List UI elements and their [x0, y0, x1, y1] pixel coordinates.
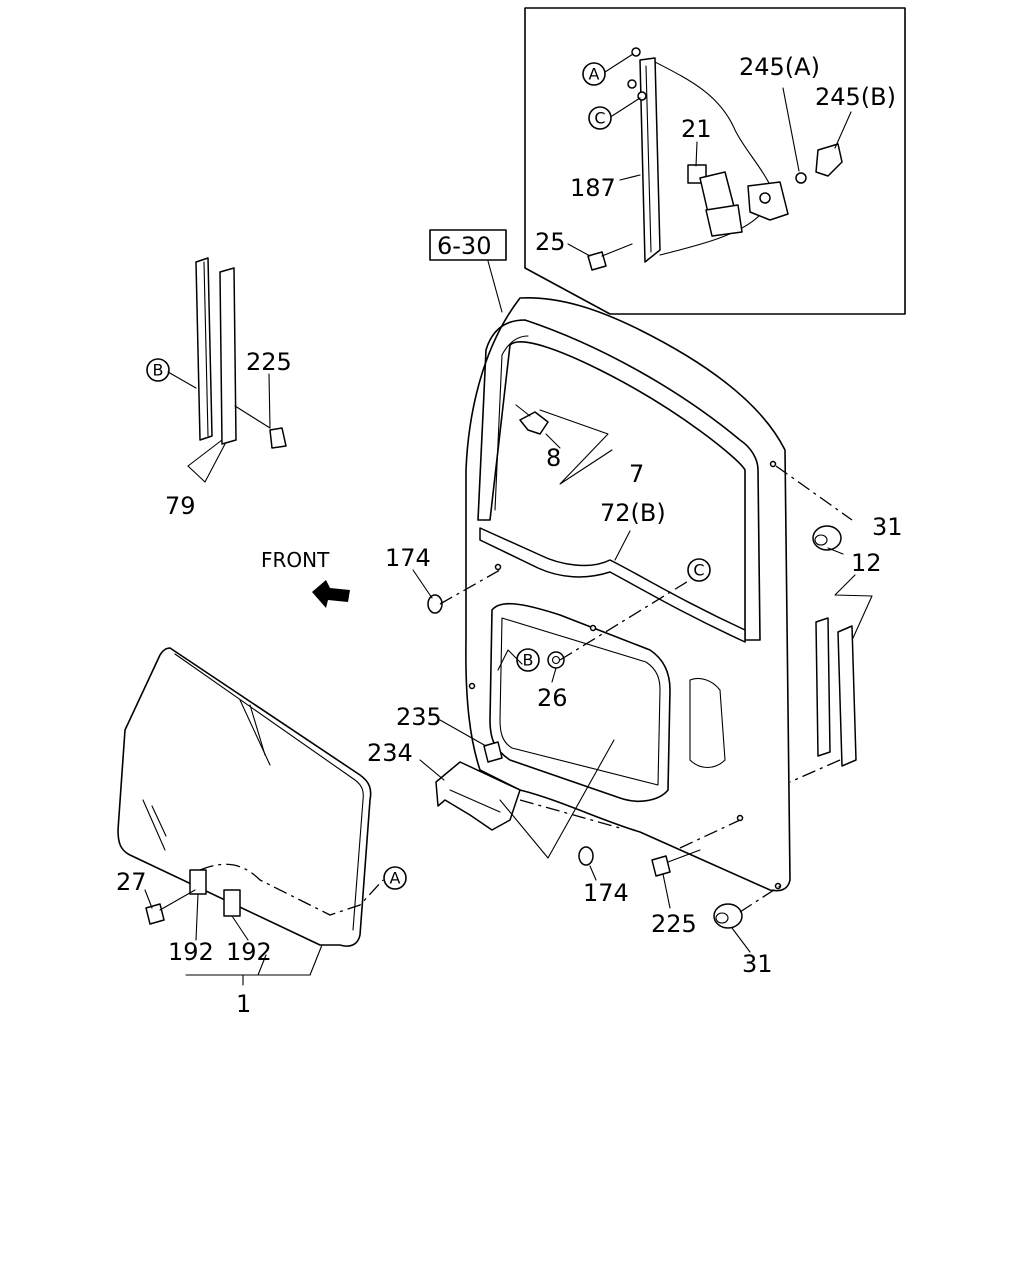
label-1: 1	[236, 990, 251, 1018]
label-245a: 245(A)	[739, 53, 820, 81]
plug-174-bottom	[578, 846, 594, 866]
bolt-25	[587, 251, 607, 271]
marker-c-inset	[588, 106, 612, 130]
run-channel-79	[195, 257, 237, 445]
bolt-27	[145, 903, 165, 925]
marker-b-main-label: B	[523, 651, 534, 670]
label-234: 234	[367, 739, 413, 767]
belt-molding	[479, 527, 746, 643]
ref-box-label: 6-30	[437, 232, 491, 260]
label-174-bottom: 174	[583, 879, 629, 907]
label-72b: 72(B)	[600, 499, 666, 527]
nut-245a	[795, 172, 807, 184]
bolt-235	[483, 741, 503, 763]
glass-bracket-192-right	[223, 889, 241, 917]
label-235: 235	[396, 703, 442, 731]
door-panel-outline	[465, 297, 791, 892]
marker-a-inset	[582, 62, 606, 86]
bumper-31-bottom	[713, 903, 743, 929]
door-glass	[117, 647, 372, 947]
label-31-bottom: 31	[742, 950, 773, 978]
marker-c-main-label: C	[693, 561, 704, 580]
marker-b-left	[146, 358, 170, 382]
glass-bracket-192-left	[189, 869, 207, 895]
label-27: 27	[116, 868, 147, 896]
bumper-31-top	[812, 525, 842, 551]
nut-26	[547, 651, 565, 669]
bracket-234	[435, 761, 521, 831]
regulator-rail	[639, 57, 661, 263]
marker-b-main	[516, 648, 540, 672]
bracket-245b	[815, 143, 843, 177]
label-31-top: 31	[872, 513, 903, 541]
label-192-left: 192	[168, 938, 214, 966]
label-8: 8	[546, 444, 561, 472]
inset-frame	[524, 7, 906, 315]
label-225-bottom: 225	[651, 910, 697, 938]
marker-a-main	[383, 866, 407, 890]
marker-c-main	[687, 558, 711, 582]
plug-174-left	[427, 594, 443, 614]
marker-b-left-label: B	[153, 361, 164, 380]
label-12: 12	[851, 549, 882, 577]
ref-box-frame	[429, 229, 507, 261]
regulator-cable	[654, 61, 771, 186]
bolt-225-top	[269, 427, 287, 449]
inner-panel-opening	[489, 602, 671, 802]
label-79: 79	[165, 492, 196, 520]
label-7: 7	[629, 460, 644, 488]
label-21: 21	[681, 115, 712, 143]
marker-a-main-label: A	[390, 869, 401, 888]
front-arrow-icon	[312, 580, 350, 608]
label-front: FRONT	[261, 548, 330, 572]
marker-c-inset-label: C	[594, 109, 605, 128]
label-225-top: 225	[246, 348, 292, 376]
label-192-right: 192	[226, 938, 272, 966]
label-187: 187	[570, 174, 616, 202]
label-245b: 245(B)	[815, 83, 896, 111]
label-26: 26	[537, 684, 568, 712]
regulator-motor	[687, 164, 789, 237]
bolt-225-bottom	[651, 855, 671, 877]
marker-a-inset-label: A	[589, 65, 600, 84]
window-frame	[477, 319, 761, 641]
label-25: 25	[535, 228, 566, 256]
bracket-8	[515, 404, 549, 435]
run-channel-12	[815, 617, 857, 767]
label-174-left: 174	[385, 544, 431, 572]
